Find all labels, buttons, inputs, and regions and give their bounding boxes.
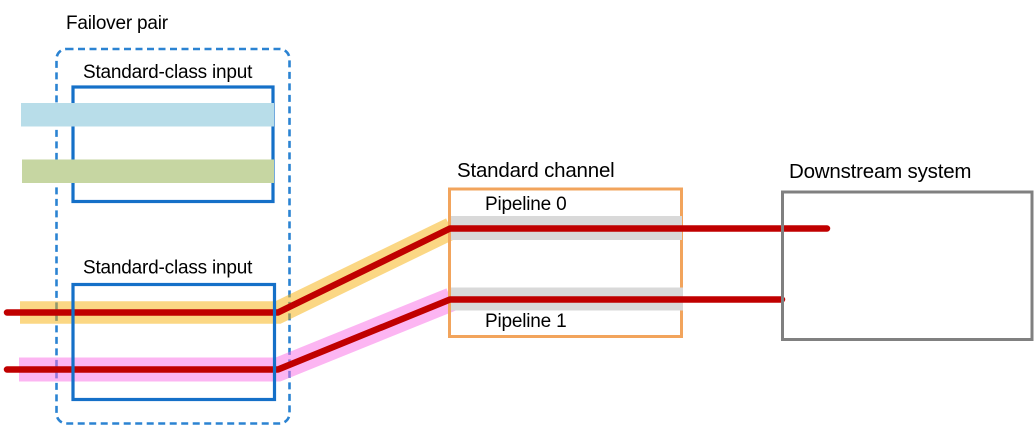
pipeline-1-label: Pipeline 1 <box>485 311 566 332</box>
input-bottom-label: Standard-class input <box>83 258 253 279</box>
downstream-system-label: Downstream system <box>789 160 971 183</box>
input-top-label: Standard-class input <box>83 62 253 83</box>
signal-line-pipeline-0 <box>3 225 831 316</box>
pipeline-0-label: Pipeline 0 <box>485 194 566 215</box>
input-box-top <box>71 85 275 204</box>
failover-pair-box <box>55 47 291 425</box>
input-box-bottom <box>71 282 277 402</box>
standard-channel-box <box>448 187 683 338</box>
source-band-green <box>22 159 274 183</box>
signal-line-pipeline-1 <box>3 296 786 373</box>
standard-channel-label: Standard channel <box>457 159 615 182</box>
source-band-lightblue <box>21 103 274 127</box>
failover-pair-label: Failover pair <box>66 13 169 34</box>
downstream-system-box <box>781 190 1034 341</box>
